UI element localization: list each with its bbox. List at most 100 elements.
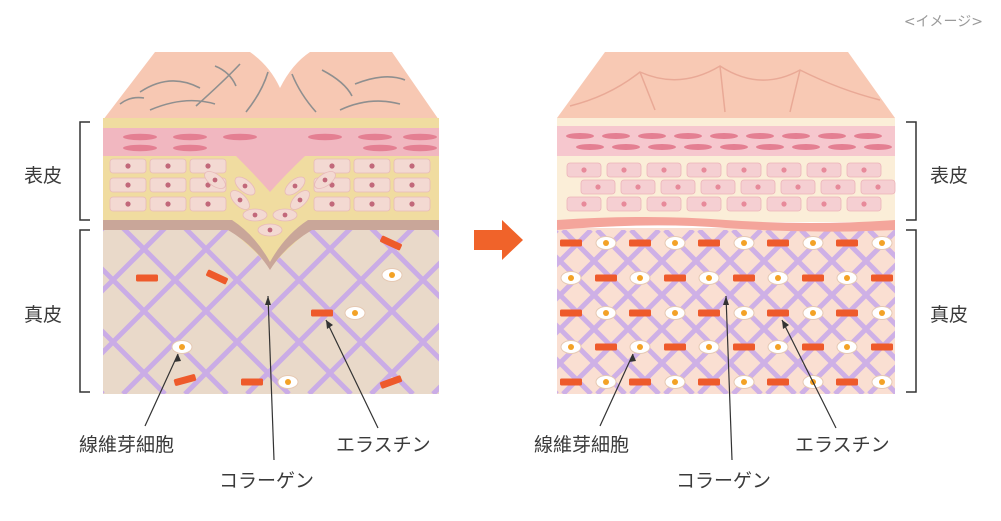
fibroblast-nucleus (568, 344, 574, 350)
elastin-fiber (629, 378, 651, 386)
collagen-fiber (833, 230, 895, 294)
image-note: <イメージ> (903, 14, 983, 30)
flattened-cell (308, 133, 342, 141)
elastin-fiber (767, 309, 789, 317)
cell-nucleus (621, 201, 627, 207)
cell-nucleus (795, 184, 801, 190)
cell-nucleus (205, 163, 211, 169)
collagen-fiber (557, 322, 627, 394)
aged-skin-surface (103, 52, 439, 128)
cell-nucleus (661, 167, 667, 173)
fibroblast-nucleus (672, 379, 678, 385)
elastin-fiber (664, 343, 686, 351)
left-collagen-label: コラーゲン (219, 470, 315, 492)
left-fibroblast-label: 線維芽細胞 (79, 434, 175, 456)
aged-epidermal-cells (109, 133, 437, 237)
cell-nucleus (581, 167, 587, 173)
elastin-fiber (664, 274, 686, 282)
cell-nucleus (165, 201, 171, 207)
flattened-cell (746, 133, 774, 139)
cell-nucleus (675, 184, 681, 190)
flattened-cell (602, 133, 630, 139)
left-epidermis-label: 表皮 (24, 165, 63, 187)
flattened-cell (358, 133, 392, 141)
wrinkle-lines (119, 63, 406, 113)
elastin-fiber (173, 374, 197, 386)
collagen-fiber (557, 230, 593, 268)
cell-nucleus (329, 201, 335, 207)
right-epidermis-bracket (906, 121, 917, 221)
flattened-cell (648, 144, 676, 150)
cell-nucleus (237, 197, 243, 203)
layer-brackets (79, 121, 917, 393)
fibroblast-nucleus (285, 379, 291, 385)
flattened-cell (756, 144, 784, 150)
cell-nucleus (329, 163, 335, 169)
cell-nucleus (165, 163, 171, 169)
healthy-basement-membrane (557, 217, 895, 232)
elastin-fiber (733, 343, 755, 351)
cell-nucleus (755, 184, 761, 190)
elastin-fiber (380, 235, 402, 251)
flattened-cell (864, 144, 892, 150)
cell-nucleus (267, 227, 273, 233)
fibroblast-nucleus (844, 344, 850, 350)
fibroblast-nucleus (706, 275, 712, 281)
fibroblast-nucleus (741, 240, 747, 246)
elastin-fiber (836, 239, 858, 247)
fibroblast-nucleus (741, 310, 747, 316)
fibroblast-nucleus (879, 310, 885, 316)
cell-nucleus (595, 184, 601, 190)
flattened-cell (173, 144, 207, 152)
cell-nucleus (409, 201, 415, 207)
flattened-cell (828, 144, 856, 150)
cell-nucleus (635, 184, 641, 190)
elastin-fiber (836, 309, 858, 317)
fibroblast-nucleus (637, 275, 643, 281)
right-dermis-bracket (906, 229, 917, 393)
healthy-epidermal-cells (566, 133, 896, 212)
flattened-cell (566, 133, 594, 139)
fibroblast-nucleus (810, 310, 816, 316)
elastin-fiber (836, 378, 858, 386)
fibroblast-nucleus (179, 344, 185, 350)
cell-nucleus (781, 201, 787, 207)
cell-nucleus (741, 201, 747, 207)
collagen-fiber (833, 330, 895, 394)
collagen-fiber (103, 228, 167, 294)
fibroblast-nucleus (844, 275, 850, 281)
cell-nucleus (621, 167, 627, 173)
cell-nucleus (409, 163, 415, 169)
cell-nucleus (252, 212, 258, 218)
flattened-cell (854, 133, 882, 139)
cell-nucleus (741, 167, 747, 173)
cell-nucleus (242, 183, 248, 189)
fibroblast-nucleus (603, 379, 609, 385)
elastin-fiber (241, 378, 263, 386)
elastin-fiber (560, 239, 582, 247)
aged-dermal-components (136, 235, 403, 389)
flattened-cell (173, 133, 207, 141)
elastin-fiber (560, 309, 582, 317)
cell-nucleus (369, 201, 375, 207)
elastin-fiber (871, 343, 893, 351)
elastin-fiber (767, 239, 789, 247)
leader-arrowheads (174, 296, 789, 362)
cell-nucleus (701, 167, 707, 173)
cell-nucleus (125, 201, 131, 207)
elastin-fiber (595, 343, 617, 351)
right-elastin-label: エラスチン (795, 434, 890, 456)
flattened-cell (123, 133, 157, 141)
collagen-fiber (307, 260, 439, 394)
collagen-fiber (369, 228, 439, 300)
healthy-skin-block (557, 52, 896, 394)
cell-nucleus (125, 163, 131, 169)
cell-nucleus (369, 182, 375, 188)
flattened-cell (782, 133, 810, 139)
flattened-cell (638, 133, 666, 139)
elastin-fiber (698, 378, 720, 386)
healthy-skin-surface (557, 52, 895, 118)
fibroblast-nucleus (706, 344, 712, 350)
elastin-fiber (629, 309, 651, 317)
